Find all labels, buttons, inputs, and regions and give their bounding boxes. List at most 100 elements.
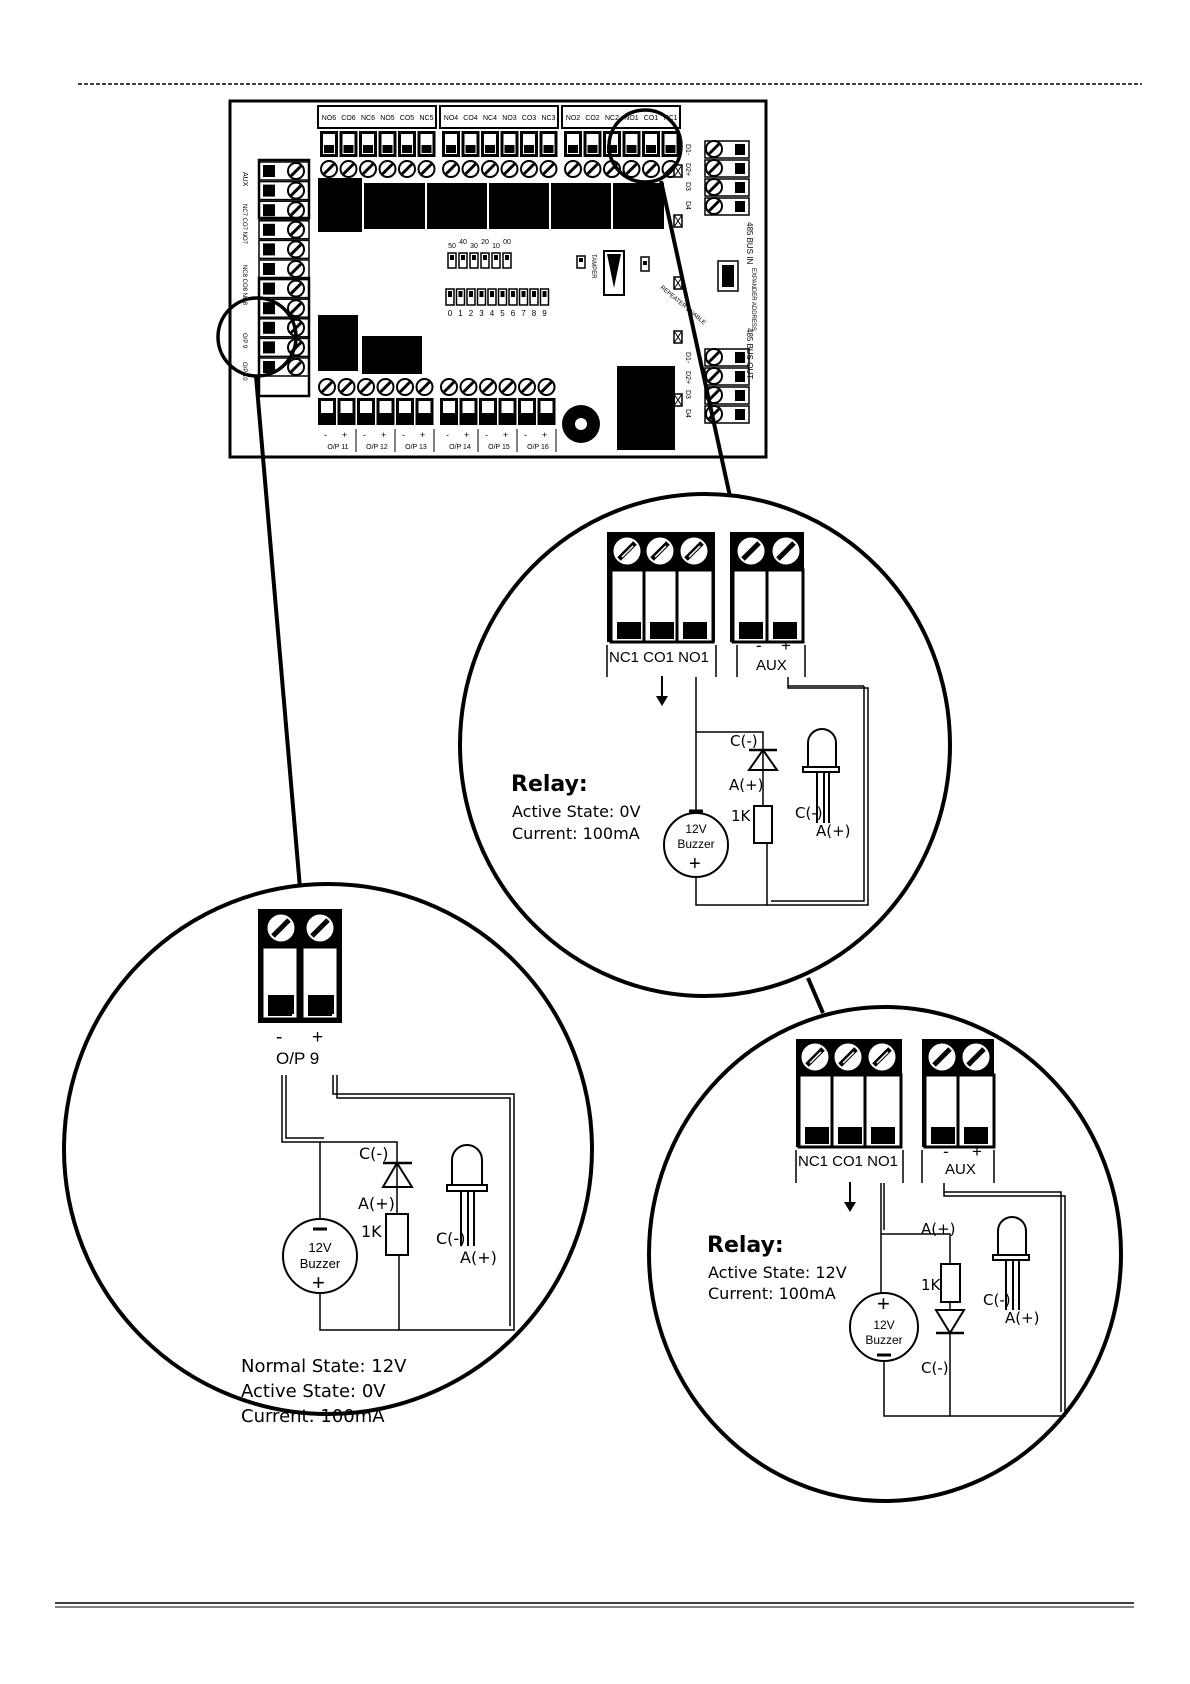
right-terminal-label: D1- bbox=[684, 144, 691, 156]
op9-led bbox=[451, 1144, 483, 1186]
relay-terminal-labels: NC1 CO1 NO1 bbox=[609, 649, 709, 666]
detail-circle-bottom bbox=[647, 1005, 1123, 1503]
right-terminal-label: D3 bbox=[684, 390, 691, 399]
bottom-output-label: O/P 12 bbox=[366, 444, 388, 451]
top-terminal-label: CO1 bbox=[644, 115, 659, 122]
dip-top-label: 00 bbox=[503, 239, 511, 246]
power-relay bbox=[617, 366, 675, 450]
top-terminal-label: NO1 bbox=[624, 115, 639, 122]
top-terminal-label: NC4 bbox=[483, 115, 497, 122]
callout-relay1 bbox=[607, 108, 683, 184]
led-anode-label: A(+) bbox=[816, 822, 851, 840]
op9-normal-state: Normal State: 12V bbox=[241, 1356, 407, 1377]
top-terminal-label: NO2 bbox=[566, 115, 581, 122]
bottom-output-label: O/P 15 bbox=[488, 444, 510, 451]
nc7-side-label: NC7 CO7 NO7 bbox=[241, 204, 247, 245]
op9-label: O/P 9 bbox=[276, 1049, 319, 1068]
bottom-output-label: O/P 13 bbox=[405, 444, 427, 451]
bottom-plus: + bbox=[342, 430, 347, 440]
relay2-resistor bbox=[940, 1263, 961, 1303]
bottom-minus: - bbox=[446, 430, 449, 440]
top-terminal-label: CO4 bbox=[463, 115, 478, 122]
relay2-active-state: Active State: 12V bbox=[708, 1263, 847, 1282]
nc2-arrow bbox=[844, 1202, 856, 1212]
dip-top-label: 30 bbox=[470, 243, 478, 250]
aux2-plus: + bbox=[972, 1142, 982, 1161]
dip-bottom-label: 6 bbox=[511, 309, 516, 318]
op9-side-label: O/P 9 bbox=[241, 333, 247, 349]
top-terminal-label: NO5 bbox=[380, 115, 395, 122]
diode-anode-label: A(+) bbox=[729, 776, 764, 794]
aux2-minus: - bbox=[943, 1142, 949, 1161]
dip-top-label: 40 bbox=[459, 239, 467, 246]
nc8-side-label: NC8 CO8 NO8 bbox=[241, 265, 247, 306]
dip-bottom-label: 5 bbox=[500, 309, 505, 318]
aux-plus: + bbox=[781, 636, 791, 655]
op9-led-anode: A(+) bbox=[460, 1248, 497, 1267]
resistor-label: 1K bbox=[731, 807, 752, 825]
leader-line-op9 bbox=[254, 375, 302, 889]
expander-connector bbox=[717, 260, 739, 292]
repeater-jumper bbox=[640, 256, 650, 272]
right-terminal-label: D4 bbox=[684, 201, 691, 210]
bottom-output-label: O/P 11 bbox=[327, 444, 348, 451]
op10-side-label: O/P 10 bbox=[241, 362, 247, 381]
top-terminal-label: NO6 bbox=[322, 115, 337, 122]
op9-minus: - bbox=[276, 1027, 282, 1048]
top-terminal-label: NC6 bbox=[361, 115, 375, 122]
relay2-anode-label: A(+) bbox=[921, 1220, 956, 1238]
left-terminal-blocks: AUX NC7 CO7 NO7 NC8 CO8 NO8 O/P 9 O/P 10 bbox=[241, 158, 422, 398]
top-terminal-label: CO3 bbox=[522, 115, 537, 122]
buzzer-symbol bbox=[663, 812, 729, 878]
bottom-minus: - bbox=[363, 430, 366, 440]
tamper-jumper bbox=[576, 255, 586, 269]
relay2-led-anode: A(+) bbox=[1005, 1309, 1040, 1327]
relay-active-0v-detail: - + NC1 CO1 NO1 AUX C(-) A(+) 1K 12V Buz… bbox=[458, 492, 952, 998]
relay-block bbox=[318, 178, 362, 232]
top-terminal-label: NC5 bbox=[419, 115, 433, 122]
bus-in-label: 485 BUS IN bbox=[745, 222, 754, 264]
bottom-terminal-blocks: -+O/P 11-+O/P 12-+O/P 13-+O/P 14-+O/P 15… bbox=[317, 377, 557, 452]
op9-plus: + bbox=[312, 1027, 323, 1048]
op9-buzzer bbox=[282, 1218, 358, 1294]
op9-buzzer-voltage: 12V bbox=[308, 1240, 331, 1255]
bottom-plus: + bbox=[381, 430, 386, 440]
top-terminal-label: CO2 bbox=[585, 115, 600, 122]
led-cathode-label: C(-) bbox=[795, 804, 823, 822]
buzzer-label: Buzzer bbox=[677, 837, 714, 851]
bottom-plus: + bbox=[503, 430, 508, 440]
top-terminal-label: NO3 bbox=[502, 115, 517, 122]
relay-title: Relay: bbox=[511, 772, 588, 797]
top-terminal-label: NC2 bbox=[605, 115, 619, 122]
resistor-symbol bbox=[753, 805, 773, 844]
op9-resistor bbox=[385, 1213, 409, 1256]
relay2-current: Current: 100mA bbox=[708, 1284, 836, 1303]
right-terminal-label: D3 bbox=[684, 182, 691, 191]
op9-buzzer-label: Buzzer bbox=[300, 1256, 341, 1271]
bottom-minus: - bbox=[524, 430, 527, 440]
aux2-label: AUX bbox=[945, 1161, 976, 1178]
bottom-minus: - bbox=[324, 430, 327, 440]
right-terminal-label: D2+ bbox=[684, 371, 691, 384]
nc-arrow bbox=[656, 696, 668, 706]
buzzer-voltage: 12V bbox=[685, 822, 706, 836]
top-terminal-label: NO4 bbox=[444, 115, 459, 122]
relay2-buzzer bbox=[849, 1292, 919, 1362]
dip-bottom-label: 0 bbox=[448, 309, 453, 318]
leader-line-bottom bbox=[806, 977, 825, 1014]
bus-out-label: 485 BUS OUT bbox=[745, 328, 754, 379]
aux-minus: - bbox=[756, 636, 762, 655]
relay-current: Current: 100mA bbox=[512, 824, 640, 843]
buzzer-plus: + bbox=[689, 853, 701, 875]
led-symbol bbox=[807, 728, 837, 768]
top-terminal-label: CO6 bbox=[341, 115, 356, 122]
dip-bottom-label: 1 bbox=[458, 309, 463, 318]
op9-anode-label: A(+) bbox=[358, 1194, 395, 1213]
top-terminal-label: NC3 bbox=[541, 115, 555, 122]
leader-line-top bbox=[659, 180, 733, 502]
detail-circle-top bbox=[458, 492, 952, 998]
relay2-buzzer-plus: + bbox=[877, 1291, 890, 1316]
relay2-title: Relay: bbox=[707, 1233, 784, 1258]
